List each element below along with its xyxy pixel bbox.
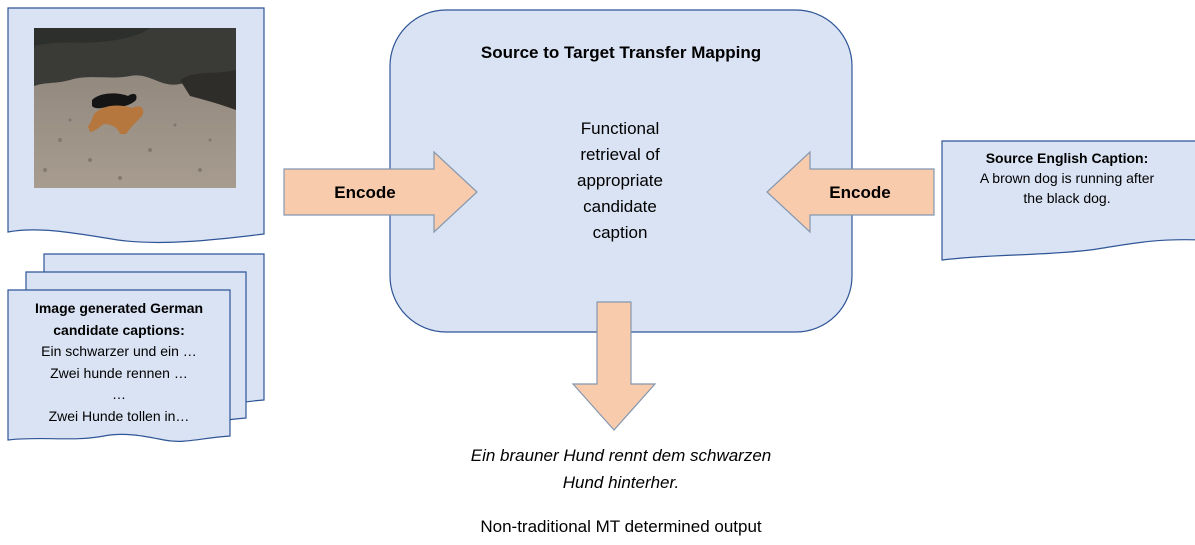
candidate-captions-text: Image generated German candidate caption… xyxy=(8,298,230,427)
transfer-mapping-body-line: candidate xyxy=(583,197,657,216)
transfer-mapping-body-line: caption xyxy=(592,223,648,242)
source-caption-line: A brown dog is running after xyxy=(979,170,1155,186)
candidates-document-front xyxy=(7,289,231,442)
left-encode-label: Encode xyxy=(334,183,396,202)
candidate-line: Ein schwarzer und ein … xyxy=(41,343,197,359)
transfer-mapping-body-line: appropriate xyxy=(576,171,663,190)
source-caption-text: Source English Caption: A brown dog is r… xyxy=(942,148,1192,208)
transfer-mapping-body-line: Functional xyxy=(580,119,660,138)
dog-photo xyxy=(34,28,236,188)
candidate-line: … xyxy=(112,386,126,402)
candidates-heading-line: candidate captions: xyxy=(53,321,185,338)
output-translation: Ein brauner Hund rennt dem schwarzen Hun… xyxy=(390,442,852,496)
source-caption-heading: Source English Caption: xyxy=(985,150,1149,166)
right-encode-label: Encode xyxy=(829,183,891,202)
output-down-arrow xyxy=(571,301,657,431)
right-encode-arrow xyxy=(766,150,935,234)
candidate-line: Zwei Hunde tollen in… xyxy=(48,407,190,424)
transfer-mapping-body-line: retrieval of xyxy=(580,145,660,164)
candidates-heading-line: Image generated German xyxy=(34,300,204,316)
source-caption-line: the black dog. xyxy=(1023,190,1111,206)
output-line: Ein brauner Hund rennt dem schwarzen xyxy=(470,446,772,465)
output-line: Hund hinterher. xyxy=(562,473,680,492)
transfer-mapping-body: Functional retrieval of appropriate cand… xyxy=(540,116,700,246)
candidate-line: Zwei hunde rennen … xyxy=(50,364,188,381)
output-note: Non-traditional MT determined output xyxy=(480,517,762,536)
source-caption-document-shape xyxy=(941,140,1195,261)
transfer-mapping-title: Source to Target Transfer Mapping xyxy=(480,43,762,62)
left-encode-arrow xyxy=(283,150,478,234)
